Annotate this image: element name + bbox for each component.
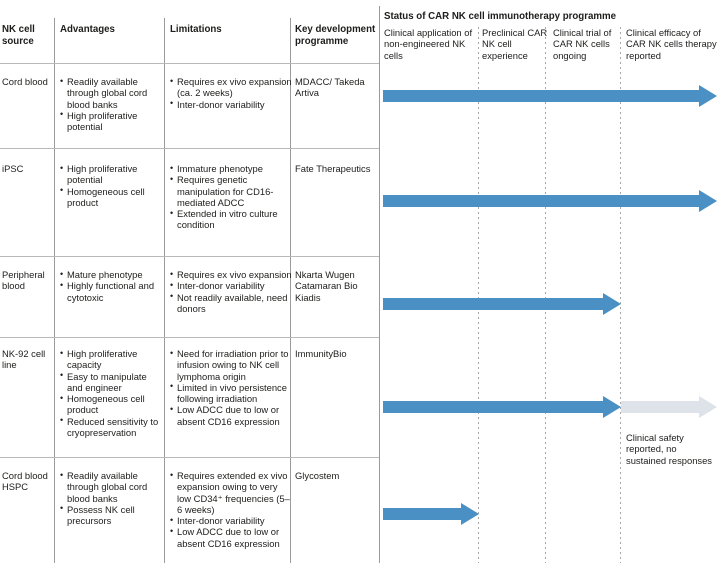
list-item: Homogeneous cell product <box>60 185 164 209</box>
progress-arrow-nk92-extension <box>621 396 717 418</box>
row-divider-4 <box>0 457 379 458</box>
header-advantages: Advantages <box>60 24 115 35</box>
column-divider-2 <box>164 18 165 563</box>
list-item: Easy to manipulate and engineer <box>60 370 164 394</box>
table-row: Glycostem <box>295 470 340 481</box>
progress-arrow-nk92 <box>383 396 621 418</box>
nk-cell-source-table: NK cell source Advantages Limitations Ke… <box>0 0 379 563</box>
table-row: Cord blood HSPC <box>2 470 48 493</box>
note-clinical-safety: Clinical safety reported, no sustained r… <box>626 432 712 466</box>
list-item: High proliferative potential <box>60 109 164 133</box>
arrow-head <box>699 396 717 418</box>
table-row: MDACC/ Takeda Artiva <box>295 76 365 99</box>
arrow-shaft <box>383 298 603 310</box>
list-item: Possess NK cell precursors <box>60 503 164 527</box>
row-divider-header <box>0 63 379 64</box>
list-item: Not readily available, need donors <box>170 291 292 315</box>
header-key-development-programme: Key development programme <box>295 24 376 47</box>
table-row: High proliferative capacity Easy to mani… <box>60 348 164 439</box>
arrow-head <box>699 85 717 107</box>
list-item: Extended in vitro culture condition <box>170 208 292 231</box>
arrow-shaft <box>383 508 461 520</box>
stage-divider-1 <box>478 27 479 563</box>
arrow-shaft <box>383 90 699 102</box>
row-divider-1 <box>0 148 379 149</box>
table-row: ImmunityBio <box>295 348 347 359</box>
list-item: Need for irradiation prior to infusion o… <box>170 348 292 382</box>
table-row: Cord blood <box>2 76 48 87</box>
table-row: Fate Therapeutics <box>295 163 371 174</box>
table-row: Mature phenotype Highly functional and c… <box>60 268 164 303</box>
table-row: NK-92 cell line <box>2 348 46 371</box>
status-panel-title: Status of CAR NK cell immunotherapy prog… <box>384 11 616 22</box>
progress-arrow-cord-blood <box>383 85 717 107</box>
status-column-header-clinical-application: Clinical application of non-engineered N… <box>384 27 473 61</box>
arrow-head <box>603 396 621 418</box>
table-row: iPSC <box>2 163 24 174</box>
status-column-header-clinical-efficacy: Clinical efficacy of CAR NK cells therap… <box>626 27 717 61</box>
list-item: Low ADCC due to low or absent CD16 expre… <box>170 404 292 427</box>
status-column-header-preclinical: Preclinical CAR NK cell experience <box>482 27 548 61</box>
table-row: Immature phenotype Requires genetic mani… <box>170 162 292 231</box>
table-row: Requires extended ex vivo expansion owin… <box>170 469 292 549</box>
list-item: Homogeneous cell product <box>60 393 164 416</box>
table-row: Readily available through global cord bl… <box>60 76 164 133</box>
table-row: Peripheral blood <box>2 269 45 292</box>
table-row: Nkarta Wugen Catamaran Bio Kiadis <box>295 269 358 303</box>
status-column-header-clinical-trial: Clinical trial of CAR NK cells ongoing <box>553 27 612 61</box>
progress-arrow-cord-blood-hspc <box>383 503 479 525</box>
list-item: High proliferative potential <box>60 163 164 186</box>
list-item: Low ADCC due to low or absent CD16 expre… <box>170 526 292 549</box>
row-divider-3 <box>0 337 379 338</box>
status-panel-left-border <box>379 6 380 563</box>
stage-divider-2 <box>545 27 546 563</box>
table-row: High proliferative potential Homogeneous… <box>60 163 164 208</box>
table-row: Requires ex vivo expansion Inter-donor v… <box>170 268 292 315</box>
progress-arrow-peripheral-blood <box>383 293 621 315</box>
list-item: Immature phenotype <box>170 162 292 174</box>
list-item: Inter-donor variability <box>170 515 292 527</box>
table-row: Requires ex vivo expansion (ca. 2 weeks)… <box>170 76 292 110</box>
list-item: Mature phenotype <box>60 268 164 280</box>
list-item: Highly functional and cytotoxic <box>60 280 164 303</box>
header-nk-cell-source: NK cell source <box>2 24 35 47</box>
list-item: Requires extended ex vivo expansion owin… <box>170 469 292 515</box>
arrow-shaft <box>383 401 603 413</box>
status-panel: Status of CAR NK cell immunotherapy prog… <box>379 0 719 563</box>
header-limitations: Limitations <box>170 24 222 35</box>
arrow-head <box>699 190 717 212</box>
list-item: Readily available through global cord bl… <box>60 470 164 504</box>
list-item: Readily available through global cord bl… <box>60 76 164 110</box>
list-item: Requires genetic manipulation for CD16-m… <box>170 174 292 208</box>
arrow-shaft <box>621 401 699 413</box>
list-item: Inter-donor variability <box>170 280 292 292</box>
arrow-head <box>603 293 621 315</box>
table-row: Need for irradiation prior to infusion o… <box>170 348 292 427</box>
row-divider-2 <box>0 256 379 257</box>
arrow-head <box>461 503 479 525</box>
arrow-shaft <box>383 195 699 207</box>
list-item: Inter-donor variability <box>170 98 292 110</box>
table-row: Readily available through global cord bl… <box>60 470 164 527</box>
list-item: High proliferative capacity <box>60 348 164 371</box>
list-item: Requires ex vivo expansion (ca. 2 weeks) <box>170 76 292 99</box>
list-item: Limited in vivo persistence following ir… <box>170 381 292 405</box>
list-item: Reduced sensitivity to cryopreservation <box>60 415 164 439</box>
column-divider-1 <box>54 18 55 563</box>
progress-arrow-ipsc <box>383 190 717 212</box>
list-item: Requires ex vivo expansion <box>170 268 292 280</box>
